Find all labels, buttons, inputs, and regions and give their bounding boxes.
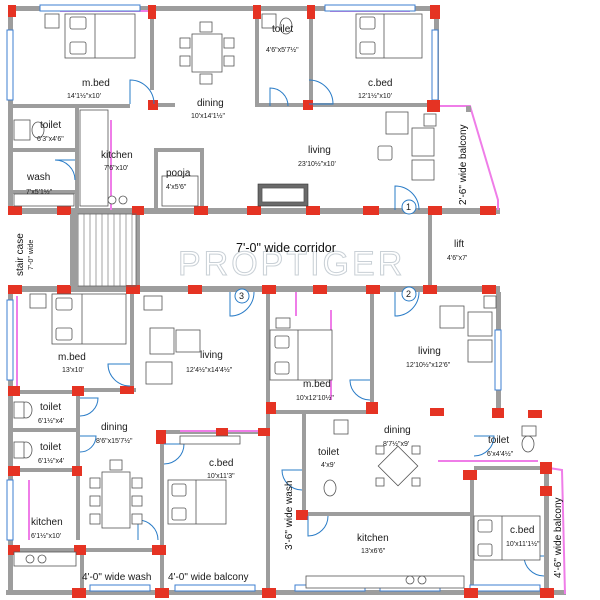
room-dim: 4'6"x7' [447,255,467,262]
room-name: toilet [40,442,61,453]
sofa-top [257,111,437,207]
room-name: toilet [318,447,339,458]
room-dim: 10'x11'3" [207,473,235,480]
staircase [70,213,137,287]
room-dim: 6'1½"x4' [38,417,64,425]
bed-bottom-left [29,293,127,345]
dining-table-bottom-right [375,445,421,487]
room-dim: 8'7½"x9' [383,440,409,448]
room-name: pooja [166,168,191,179]
room-dim: 10'x11'1½" [506,540,540,548]
pooja-shelf [161,175,199,207]
stair-dim: 7'-0" wide [28,240,35,270]
room-name: m.bed [82,78,110,89]
bed-bottom-right [473,515,541,561]
marker-3: 3 [234,288,250,304]
room-name: wash [26,172,50,183]
watermark: PROPTIGER [178,245,405,283]
toilet-fixture-bottom-right [521,425,537,453]
room-name: toilet [488,435,509,446]
room-dim: 7'x5'1½" [26,188,53,196]
room-name: toilet [40,120,61,131]
room-name: lift [454,239,464,250]
room-name: c.bed [368,78,392,89]
room-name: kitchen [31,517,63,528]
svg-text:1: 1 [406,202,411,212]
bed-top-right [355,13,423,59]
toilet-fixture-top [261,13,293,35]
room-name: living [308,145,331,156]
room-dim: 7'6"x10' [104,165,128,172]
marker-1: 1 [401,199,417,215]
room-name: m.bed [58,352,86,363]
room-dim: 6'1½"x10' [31,532,61,540]
room-name: living [200,350,223,361]
room-name: dining [101,422,128,433]
dining-table-bottom-left [89,459,143,529]
room-dim: 4'6"x5'7½" [266,46,299,54]
interior-walls-top [10,6,435,210]
bed-top-left [44,13,136,59]
doors [54,79,545,577]
living-sofa-bottom-middle [143,295,201,385]
room-dim: 6'x4'4½" [487,450,514,458]
bed-bottom-left-child [167,435,241,525]
room-dim: 6'1½"x4' [38,457,64,465]
kitchen-counter-top [13,109,128,207]
room-name: m.bed [303,379,331,390]
room-dim: 6'3"x4'6" [37,136,64,143]
room-name: c.bed [209,458,233,469]
room-dim: 10'x12'10½" [296,394,334,402]
room-name: toilet [40,402,61,413]
balcony-label: 4'-0" wide balcony [168,572,249,583]
room-dim: 4'x5'6" [166,184,187,191]
room-name: kitchen [357,533,389,544]
toilet-fixture-bottom-middle [323,419,349,497]
columns [8,5,554,598]
stair-label: stair case [15,233,26,276]
marker-2: 2 [401,286,417,302]
corridor-label: 7'-0" wide corridor [236,241,336,255]
room-dim: 23'10½"x10' [298,160,336,168]
room-name: dining [384,425,411,436]
room-name: toilet [272,24,293,35]
bed-bottom-middle [269,317,333,381]
room-dim: 12'4½"x14'4½" [186,366,233,374]
room-dim: 4'x9' [321,462,335,469]
room-dim: 12'10½"x12'6" [406,361,451,369]
balcony-label: 4'-6" wide balcony [553,497,564,578]
wash-vert-label: 3'-6" wide wash [284,481,295,550]
room-name: kitchen [101,150,133,161]
room-dim: 8'6"x15'7½" [96,437,133,445]
toilet-fixtures-bottom-left [13,401,33,459]
svg-text:3: 3 [239,291,244,301]
room-name: dining [197,98,224,109]
room-name: c.bed [510,525,534,536]
room-dim: 12'1½"x10' [358,92,392,100]
kitchen-counter-bottom-right [305,575,465,589]
svg-text:2: 2 [406,289,411,299]
dining-table-top [179,21,235,85]
balcony-label: 2'-6" wide balcony [458,124,469,205]
room-name: living [418,346,441,357]
room-dim: 10'x14'1½" [191,112,225,120]
balconies [440,105,566,595]
kitchen-counter-bottom-left [13,551,77,567]
room-labels: m.bed 14'1½"x10' dining 10'x14'1½" toile… [15,24,564,583]
room-dim: 13'x10' [62,367,84,374]
room-dim: 13'x6'6" [361,548,386,555]
room-dim: 14'1½"x10' [67,92,101,100]
wash-label: 4'-0" wide wash [82,572,151,583]
living-sofa-bottom-right [439,295,497,363]
